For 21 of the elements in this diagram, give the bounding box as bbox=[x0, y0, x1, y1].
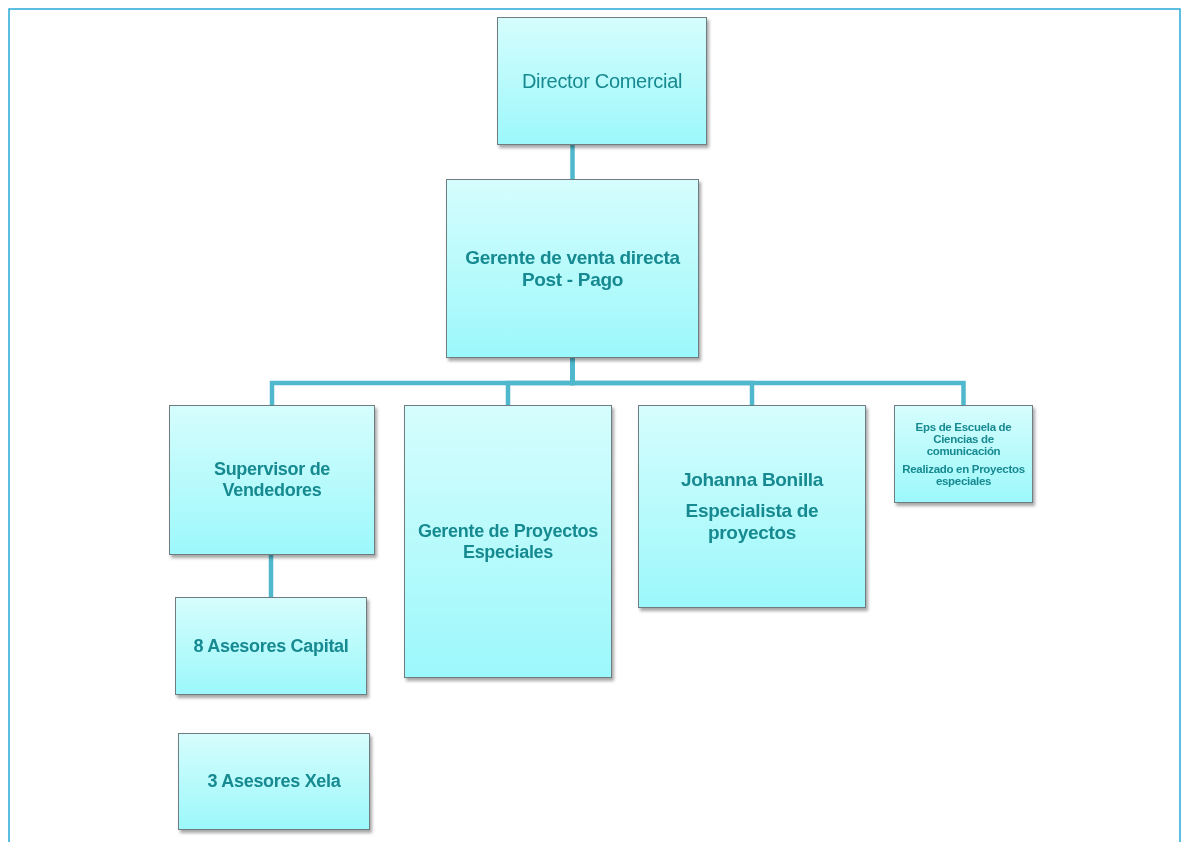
box-title: 3 Asesores Xela bbox=[207, 771, 341, 792]
org-box bbox=[175, 597, 367, 695]
org-box bbox=[404, 405, 612, 678]
box-title: Gerente de Proyectos Especiales bbox=[416, 520, 600, 563]
org-box bbox=[169, 405, 375, 555]
connector-line bbox=[570, 145, 575, 179]
org-box bbox=[894, 405, 1033, 503]
org-box bbox=[446, 179, 699, 358]
box-title: Eps de Escuela de Ciencias de comunicación bbox=[914, 421, 1013, 458]
box-title: Director Comercial bbox=[521, 69, 683, 93]
connector-line bbox=[570, 358, 966, 405]
box-title: Gerente de venta directa Post - Pago bbox=[464, 246, 681, 291]
box-title: 8 Asesores Capital bbox=[193, 635, 349, 657]
org-box bbox=[638, 405, 866, 608]
org-box bbox=[497, 17, 707, 145]
org-box bbox=[178, 733, 370, 830]
box-subtitle: Realizado en Proyectos especiales bbox=[901, 462, 1026, 487]
connector-line bbox=[268, 555, 274, 597]
box-title: Johanna Bonilla bbox=[680, 468, 824, 491]
box-title: Supervisor de Vendedores bbox=[212, 459, 332, 501]
box-subtitle: Especialista de proyectos bbox=[684, 500, 820, 545]
